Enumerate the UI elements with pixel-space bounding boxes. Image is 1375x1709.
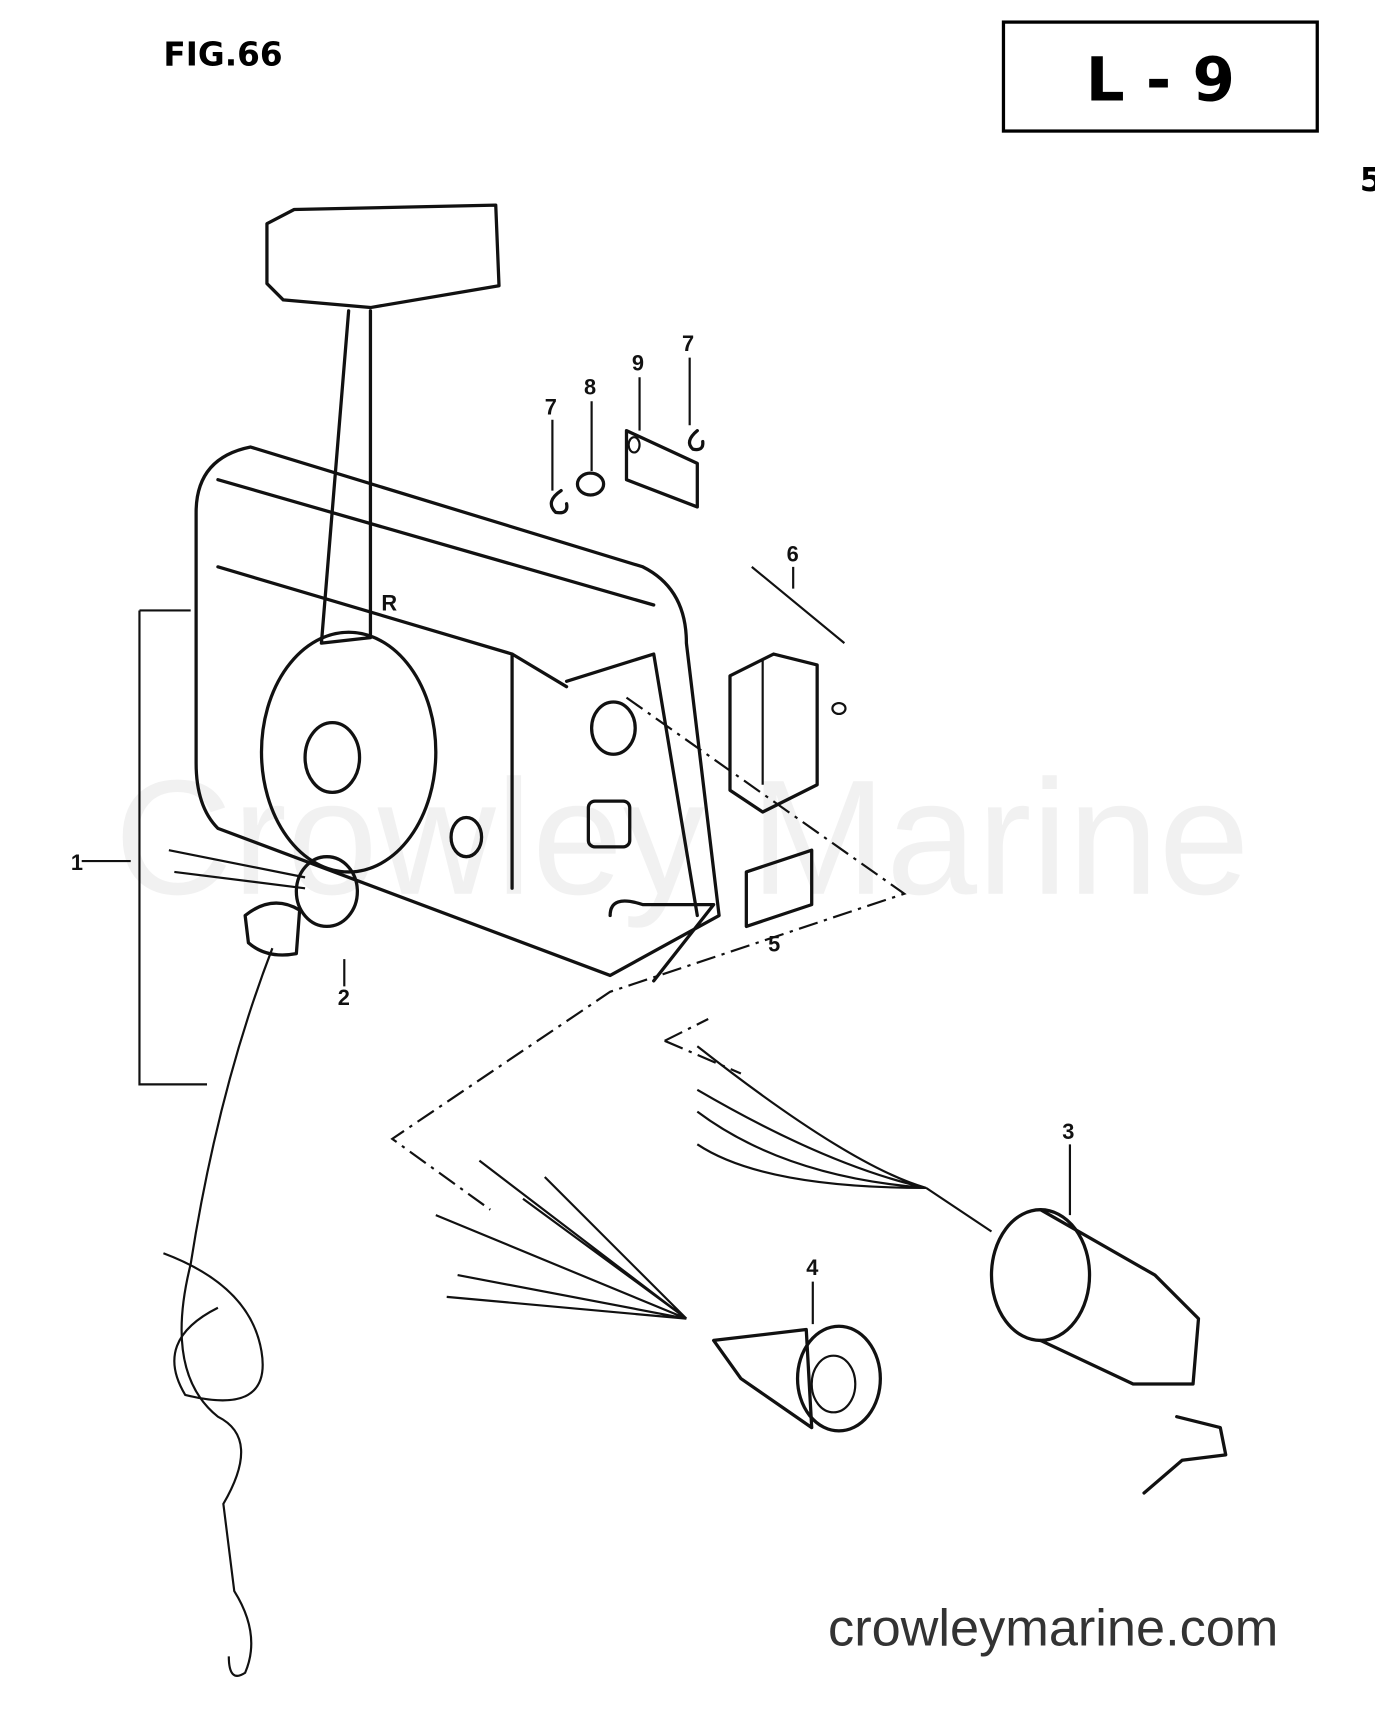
- watermark: Crowley Marine: [114, 746, 1249, 929]
- part-7-clip-left: [549, 488, 569, 515]
- part-7-clip-right: [687, 429, 705, 452]
- part-label-4: 4: [806, 1255, 818, 1280]
- section-code: L - 9: [1086, 45, 1235, 116]
- part-6-switch: [728, 566, 847, 814]
- part-4-harness-connector: [435, 1159, 882, 1433]
- part-2-stop-switch: [163, 849, 360, 1677]
- section-code-box: L - 9: [1001, 20, 1319, 133]
- part-label-2: 2: [338, 985, 350, 1010]
- part-label-3: 3: [1062, 1119, 1074, 1144]
- part-label-8: 8: [584, 375, 596, 400]
- edge-mark: 5: [1360, 161, 1375, 199]
- control-lever: [259, 203, 501, 874]
- part-3-ignition-switch: [696, 1045, 1228, 1495]
- footer-url: crowleymarine.com: [828, 1600, 1278, 1658]
- part-8-pin: [575, 471, 606, 497]
- part-9-link: [624, 429, 699, 509]
- part-label-1: 1: [71, 850, 83, 875]
- remote-control-housing: R: [194, 445, 721, 983]
- part-label-5: 5: [768, 931, 780, 956]
- part-label-7-left: 7: [545, 394, 557, 419]
- part-5-plate: [744, 848, 814, 929]
- part-label-6: 6: [787, 541, 799, 566]
- figure-label: FIG.66: [163, 36, 282, 74]
- housing-letter: R: [381, 590, 397, 615]
- part-label-7-right: 7: [682, 331, 694, 356]
- part-label-9: 9: [632, 351, 644, 376]
